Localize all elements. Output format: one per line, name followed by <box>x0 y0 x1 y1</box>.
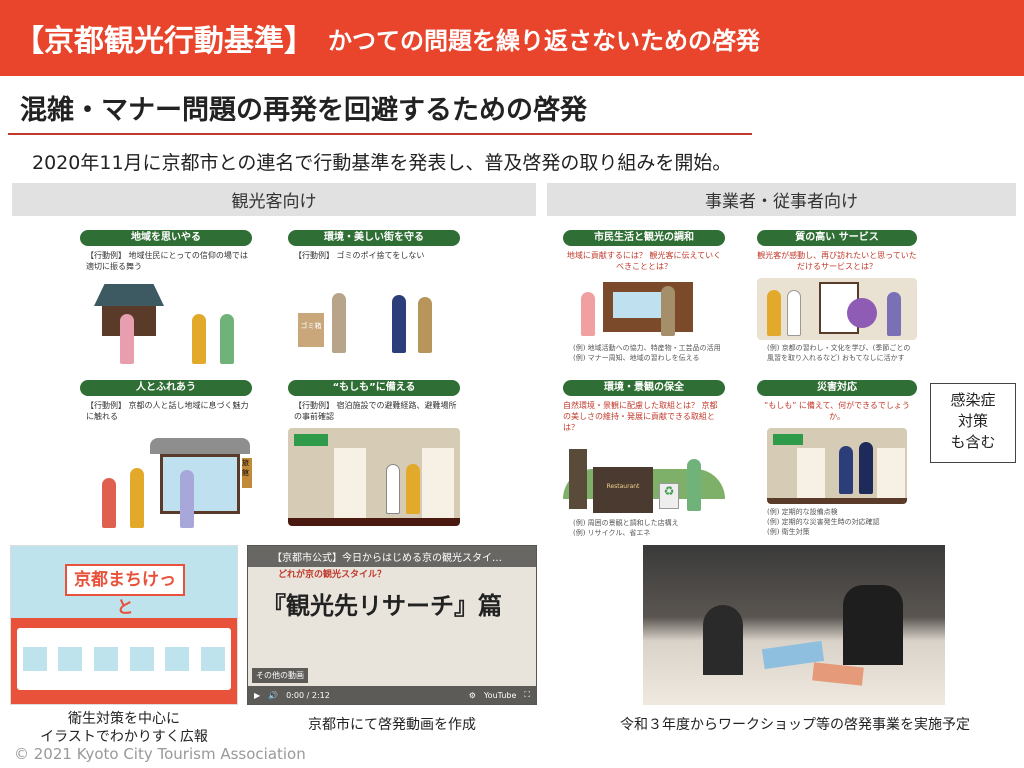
volume-icon[interactable]: 🔊 <box>268 690 279 700</box>
business-card: 環境・景観の保全 自然環境・景観に配慮した取組とは？ 京都の美しさの維持・発展に… <box>563 380 725 537</box>
flower-service-illustration <box>757 278 917 340</box>
recycle-icon: ♻ <box>659 483 679 509</box>
video-tagline: どれが京の観光スタイル？ <box>278 570 387 580</box>
play-icon[interactable]: ▶ <box>254 690 261 700</box>
video-time: 0:00 / 2:12 <box>286 690 330 700</box>
photo-caption: 令和３年度からワークショップ等の啓発事業を実施予定 <box>620 717 970 733</box>
caption-line: イラストでわかりすく広報 <box>40 729 208 745</box>
lead-text: 2020年11月に京都市との連名で行動基準を発表し、普及啓発の取り組みを開始。 <box>32 152 732 174</box>
tourists-header: 観光客向け <box>12 183 536 216</box>
businesses-header: 事業者・従事者向け <box>547 183 1016 216</box>
card-question: 自然環境・景観に配慮した取組とは？ 京都の美しさの維持・発展に貢献できる取組とは… <box>563 401 718 432</box>
card-example: 【行動例】 ゴミのポイ捨てをしない <box>294 251 425 260</box>
restaurant-sign: Restaurant <box>593 467 653 513</box>
card-example: 【行動例】 宿泊施設での避難経路、避難場所の事前確認 <box>294 401 457 421</box>
card-note: (例) 衛生対策 <box>767 528 810 536</box>
card-question: “もしも” に備えて、何ができるでしょうか。 <box>764 401 910 421</box>
business-card: 質の高い サービス 観光客が感動し、再び訪れたいと思っていただけるサービスとは？… <box>757 230 917 376</box>
poster-title: 京都まちけっと <box>65 564 185 618</box>
disaster-drill-illustration <box>767 428 907 504</box>
card-note: (例) マナー周知、地域の習わしを伝える <box>573 354 700 362</box>
card-title: 災害対応 <box>757 380 917 396</box>
shop-illustration <box>563 278 725 340</box>
video-title[interactable]: 【京都市公式】今日からはじめる京の観光スタイ… <box>248 546 536 567</box>
settings-icon[interactable]: ⚙ <box>468 690 476 700</box>
header-title: 【京都観光行動基準】 <box>14 24 314 59</box>
callout-line: 感染症 <box>950 391 996 409</box>
card-note: (例) 定期的な災害発生時の対応確認 <box>767 518 880 526</box>
slide-header: 【京都観光行動基準】 かつての問題を繰り返さないための啓発 <box>0 0 1024 76</box>
youtube-video-player[interactable]: 【京都市公式】今日からはじめる京の観光スタイ… どれが京の観光スタイル？ 『観光… <box>247 545 537 705</box>
card-note: (例) リサイクル、省エネ <box>573 529 651 537</box>
fullscreen-icon[interactable]: ⛶ <box>524 690 530 699</box>
business-card: 災害対応 “もしも” に備えて、何ができるでしょうか。 (例) 定期的な設備点検… <box>757 380 917 536</box>
tourist-card: 地域を思いやる 【行動例】 地域住民にとっての信仰の場では適切に振る舞う <box>80 230 252 376</box>
card-note: (例) 京都の習わし・文化を学び、(季節ごとの風習を取り入れるなど) おもてなし… <box>767 344 911 362</box>
youtube-logo[interactable]: YouTube <box>483 690 517 700</box>
card-title: 市民生活と観光の調和 <box>563 230 725 246</box>
section-title: 混雑・マナー問題の再発を回避するための啓発 <box>20 95 587 126</box>
callout-line: も含む <box>950 433 996 451</box>
infection-control-callout: 感染症 対策 も含む <box>930 383 1016 463</box>
tourist-card: 人とふれあう 【行動例】 京都の人と話し地域に息づく魅力に触れる 旅館 <box>80 380 252 532</box>
video-caption: 京都市にて啓発動画を作成 <box>308 717 476 733</box>
business-card: 市民生活と観光の調和 地域に貢献するには？ 観光客に伝えていくべきこととは？ (… <box>563 230 725 376</box>
caption-line: 衛生対策を中心に <box>68 711 180 727</box>
card-title: 環境・景観の保全 <box>563 380 725 396</box>
card-note: (例) 定期的な設備点検 <box>767 508 838 516</box>
hotel-corridor-illustration <box>288 428 460 526</box>
card-question: 観光客が感動し、再び訪れたいと思っていただけるサービスとは？ <box>757 251 917 271</box>
litter-illustration: ゴミ箱 <box>288 267 460 357</box>
ryokan-sign: 旅館 <box>242 458 252 488</box>
card-title: 環境・美しい街を守る <box>288 230 460 246</box>
poster-caption: 衛生対策を中心に イラストでわかりすく広報 <box>10 710 238 746</box>
divider <box>8 133 752 135</box>
card-title: “もしも”に備える <box>288 380 460 396</box>
card-example: 【行動例】 地域住民にとっての信仰の場では適切に振る舞う <box>86 251 248 271</box>
callout-line: 対策 <box>957 412 988 430</box>
card-title: 人とふれあう <box>80 380 252 396</box>
tourist-card: 環境・美しい街を守る 【行動例】 ゴミのポイ捨てをしない ゴミ箱 <box>288 230 460 376</box>
card-note: (例) 周囲の景観と調和した店構え <box>573 519 679 527</box>
workshop-photo <box>643 545 945 705</box>
tourist-card: “もしも”に備える 【行動例】 宿泊施設での避難経路、避難場所の事前確認 <box>288 380 460 526</box>
header-subtitle: かつての問題を繰り返さないための啓発 <box>328 26 760 55</box>
card-title: 地域を思いやる <box>80 230 252 246</box>
copyright: © 2021 Kyoto City Tourism Association <box>14 745 306 763</box>
temple-illustration <box>80 278 252 368</box>
townscape-illustration: Restaurant ♻ <box>563 439 725 515</box>
more-videos-button[interactable]: その他の動画 <box>252 668 308 683</box>
video-headline: 『観光先リサーチ』篇 <box>262 591 502 620</box>
card-title: 質の高い サービス <box>757 230 917 246</box>
trash-bin-sign: ゴミ箱 <box>298 313 324 347</box>
card-example: 【行動例】 京都の人と話し地域に息づく魅力に触れる <box>86 401 249 421</box>
ryokan-illustration: 旅館 <box>80 428 252 532</box>
card-question: 地域に貢献するには？ 観光客に伝えていくべきこととは？ <box>566 251 722 271</box>
kyoto-machiketto-poster: 京都まちけっと <box>10 545 238 705</box>
card-note: (例) 地域活動への協力、特産物・工芸品の活用 <box>573 344 721 352</box>
